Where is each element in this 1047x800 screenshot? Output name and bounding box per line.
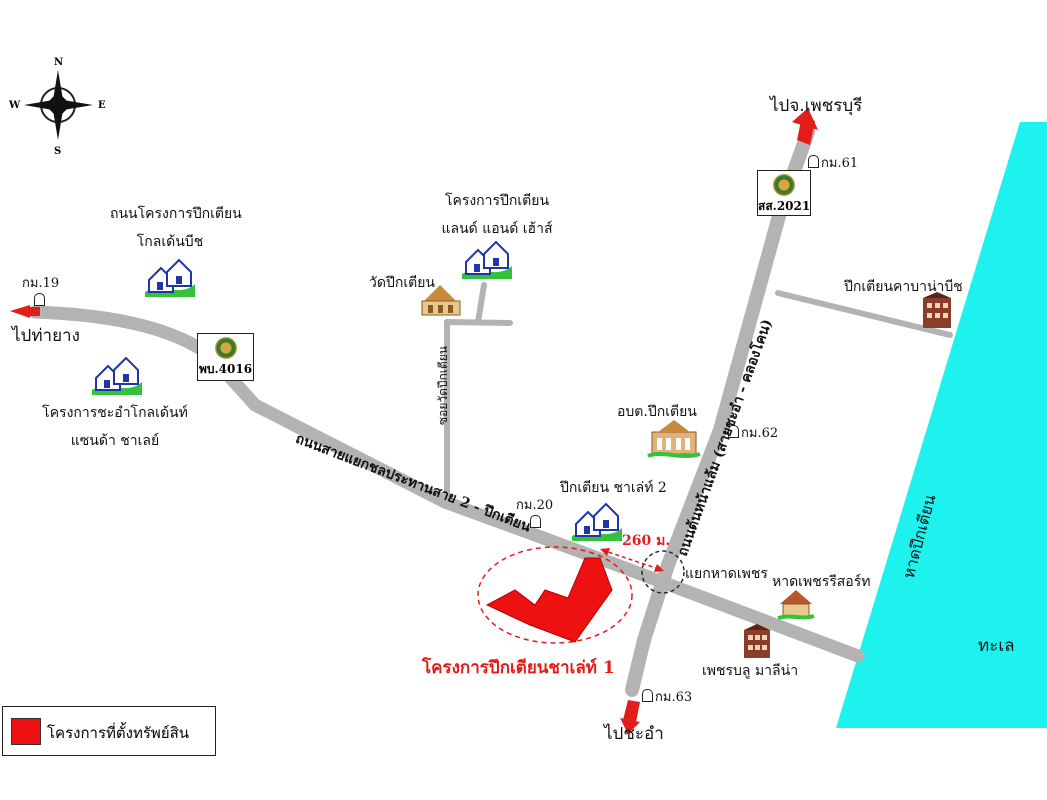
compass-east-label: E [98, 100, 106, 111]
highway-shield-label: พบ.4016 [198, 362, 253, 376]
km-marker-label: กม.19 [22, 276, 60, 291]
distance-label: 260 ม. [622, 533, 671, 549]
destination-west: ไปท่ายาง [12, 326, 80, 346]
km-marker-19: กม.19 [22, 272, 59, 309]
junction-label: แยกหาดเพชร [685, 566, 768, 582]
km-marker-20: กม.20 [516, 494, 553, 531]
obt-label: อบต.ปึกเตียน [617, 404, 697, 420]
km-marker-label: กม.63 [655, 690, 693, 705]
marina-label: เพชรบลู มาลีน่า [702, 663, 799, 679]
distance-line [601, 549, 663, 571]
land-house-label: โครงการปึกเตียน แลนด์ แอนด์ เฮ้าส์ [432, 190, 562, 240]
junction-circle [641, 550, 685, 594]
arrow-west-body [28, 307, 40, 316]
place-label-line: โครงการชะอำโกลเด้นท์ [42, 405, 188, 421]
legend-label: โครงการที่ตั้งทรัพย์สิน [47, 724, 190, 742]
highway-shield-sor2021: สส.2021 [757, 170, 811, 216]
sea-area [836, 122, 1047, 728]
km-stone-icon [642, 689, 653, 702]
arrow-west [10, 305, 30, 318]
resort-label: หาดเพชรรีสอร์ท [772, 574, 871, 590]
road-wat-branch [444, 282, 513, 326]
destination-south: ไปชะอำ [604, 724, 664, 744]
house-icon [145, 258, 195, 297]
arrow-north-head [792, 108, 818, 130]
highway-shield-label: สส.2021 [758, 199, 811, 213]
km-stone-icon [728, 425, 739, 438]
wat-label: วัดปึกเตียน [369, 275, 435, 291]
place-label-line: โกลเด้นบีช [136, 234, 204, 250]
golden-beach-road-label: ถนนโครงการปึกเตียน โกลเด้นบีช [110, 203, 242, 253]
place-label-line: โครงการปึกเตียน [444, 193, 550, 209]
golden-sand-label: โครงการชะอำโกลเด้นท์ แซนด้า ชาเลย์ [30, 402, 200, 452]
resort-icon [777, 590, 815, 620]
place-label-line: แลนด์ แอนด์ เฮ้าส์ [441, 221, 553, 237]
building-icon [923, 292, 951, 328]
distance-arrow-b [654, 564, 664, 572]
road-cabana [775, 290, 953, 338]
km-marker-62: กม.62 [728, 422, 778, 443]
km-marker-label: กม.61 [821, 156, 859, 171]
km-stone-icon [530, 515, 541, 528]
arrow-south [623, 700, 640, 722]
road-main-diagonal [28, 305, 865, 663]
house-icon [92, 356, 142, 395]
compass-rose [24, 70, 93, 140]
compass-south-label: S [54, 146, 62, 157]
house-icon [462, 240, 512, 279]
arrow-south-head [620, 718, 640, 734]
highway-shield-por4016: พบ.4016 [197, 333, 254, 381]
cabana-label: ปึกเตียนคาบาน่าบีช [844, 279, 963, 295]
km-marker-label: กม.20 [516, 498, 554, 513]
subject-ellipse [477, 546, 633, 644]
km-stone-icon [34, 293, 45, 306]
compass-north-label: N [54, 57, 64, 68]
subject-label: โครงการปึกเตียนชาเล่ท์ 1 [422, 658, 615, 678]
highway-seal-icon [773, 174, 795, 196]
highway-seal-icon [214, 337, 237, 359]
destination-north: ไปจ.เพชรบุรี [770, 96, 863, 116]
chalet2-label: ปึกเตียน ชาเล่ท์ 2 [560, 480, 667, 496]
building-icon [744, 624, 770, 658]
legend-swatch [11, 718, 41, 745]
km-marker-63: กม.63 [642, 686, 692, 707]
wat-soi-label: ซอยวัดปึกเตียน [436, 346, 450, 425]
legend: โครงการที่ตั้งทรัพย์สิน [2, 706, 216, 756]
km-marker-label: กม.62 [741, 426, 779, 441]
house-icon [572, 502, 622, 541]
subject-parcel [485, 557, 613, 643]
temple-icon [421, 285, 461, 316]
km-marker-61: กม.61 [808, 152, 858, 173]
distance-arrow-a [600, 548, 610, 556]
sea-label: ทะเล [978, 636, 1015, 656]
compass-west-label: W [9, 100, 21, 111]
km-stone-icon [808, 155, 819, 168]
place-label-line: แซนด้า ชาเลย์ [70, 433, 160, 449]
obt-office-icon [647, 420, 701, 458]
place-label-line: ถนนโครงการปึกเตียน [110, 206, 242, 222]
